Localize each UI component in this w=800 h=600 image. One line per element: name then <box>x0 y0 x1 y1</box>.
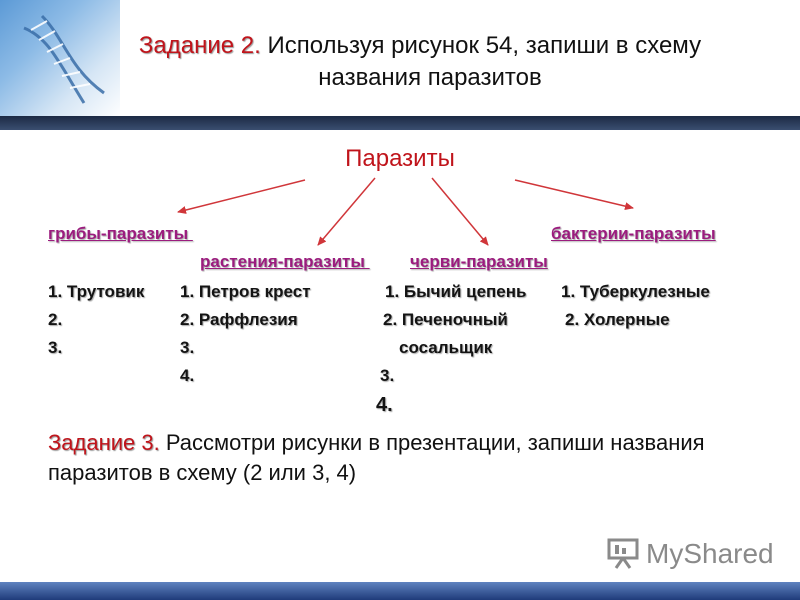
task3-label: Задание 3. <box>48 430 160 455</box>
logo-text: MyShared <box>646 538 774 569</box>
bacteria-item-2: 2. Холерные <box>565 310 670 329</box>
header-divider <box>0 116 800 130</box>
fungi-item-2: 2. <box>48 310 63 329</box>
dna-icon <box>23 14 105 104</box>
task3-text: Рассмотри рисунки в презентации, запиши … <box>48 430 705 485</box>
task3-block: Задание 3. Рассмотри рисунки в презентац… <box>48 428 768 488</box>
task2-label: Задание 2. <box>138 32 261 59</box>
plant-item-3: 3. <box>180 338 195 357</box>
plant-item-2: 2. Раффлезия <box>180 310 298 329</box>
worm-item-1: 1. Бычий цепень <box>385 282 527 301</box>
header-corner-gradient <box>0 0 120 118</box>
plant-item-1: 1. Петров крест <box>180 282 311 301</box>
category-plants: растения-паразиты <box>200 252 370 271</box>
arrow-to-bacteria <box>514 179 634 211</box>
worm-item-4: 4. <box>376 394 393 416</box>
header-background <box>0 0 800 118</box>
bacteria-item-1: 1. Туберкулезные <box>561 282 710 301</box>
footer-divider <box>0 582 800 600</box>
worm-item-2: 2. Печеночный <box>383 310 508 329</box>
worm-item-3: 3. <box>380 366 395 385</box>
arrow-to-fungi <box>177 179 306 214</box>
scheme-root: Паразиты <box>345 145 455 172</box>
fungi-item-1: 1. Трутовик <box>48 282 145 301</box>
worm-item-2-cont: сосальщик <box>399 338 493 357</box>
arrow-to-worms <box>431 177 489 246</box>
category-fungi: грибы-паразиты <box>48 224 193 243</box>
category-worms: черви-паразиты <box>410 252 548 271</box>
task2-text-line2: названия паразитов <box>318 64 542 91</box>
arrow-to-plants <box>317 177 376 246</box>
task2-title: Задание 2. Используя рисунок 54, запиши … <box>60 30 780 62</box>
presentation-icon <box>607 538 639 569</box>
category-bacteria: бактерии-паразиты <box>551 224 716 243</box>
task2-text-line1: Используя рисунок 54, запиши в схему <box>267 32 702 59</box>
plant-item-4: 4. <box>180 366 195 385</box>
fungi-item-3: 3. <box>48 338 63 357</box>
myshared-logo: MyShared <box>606 536 774 572</box>
